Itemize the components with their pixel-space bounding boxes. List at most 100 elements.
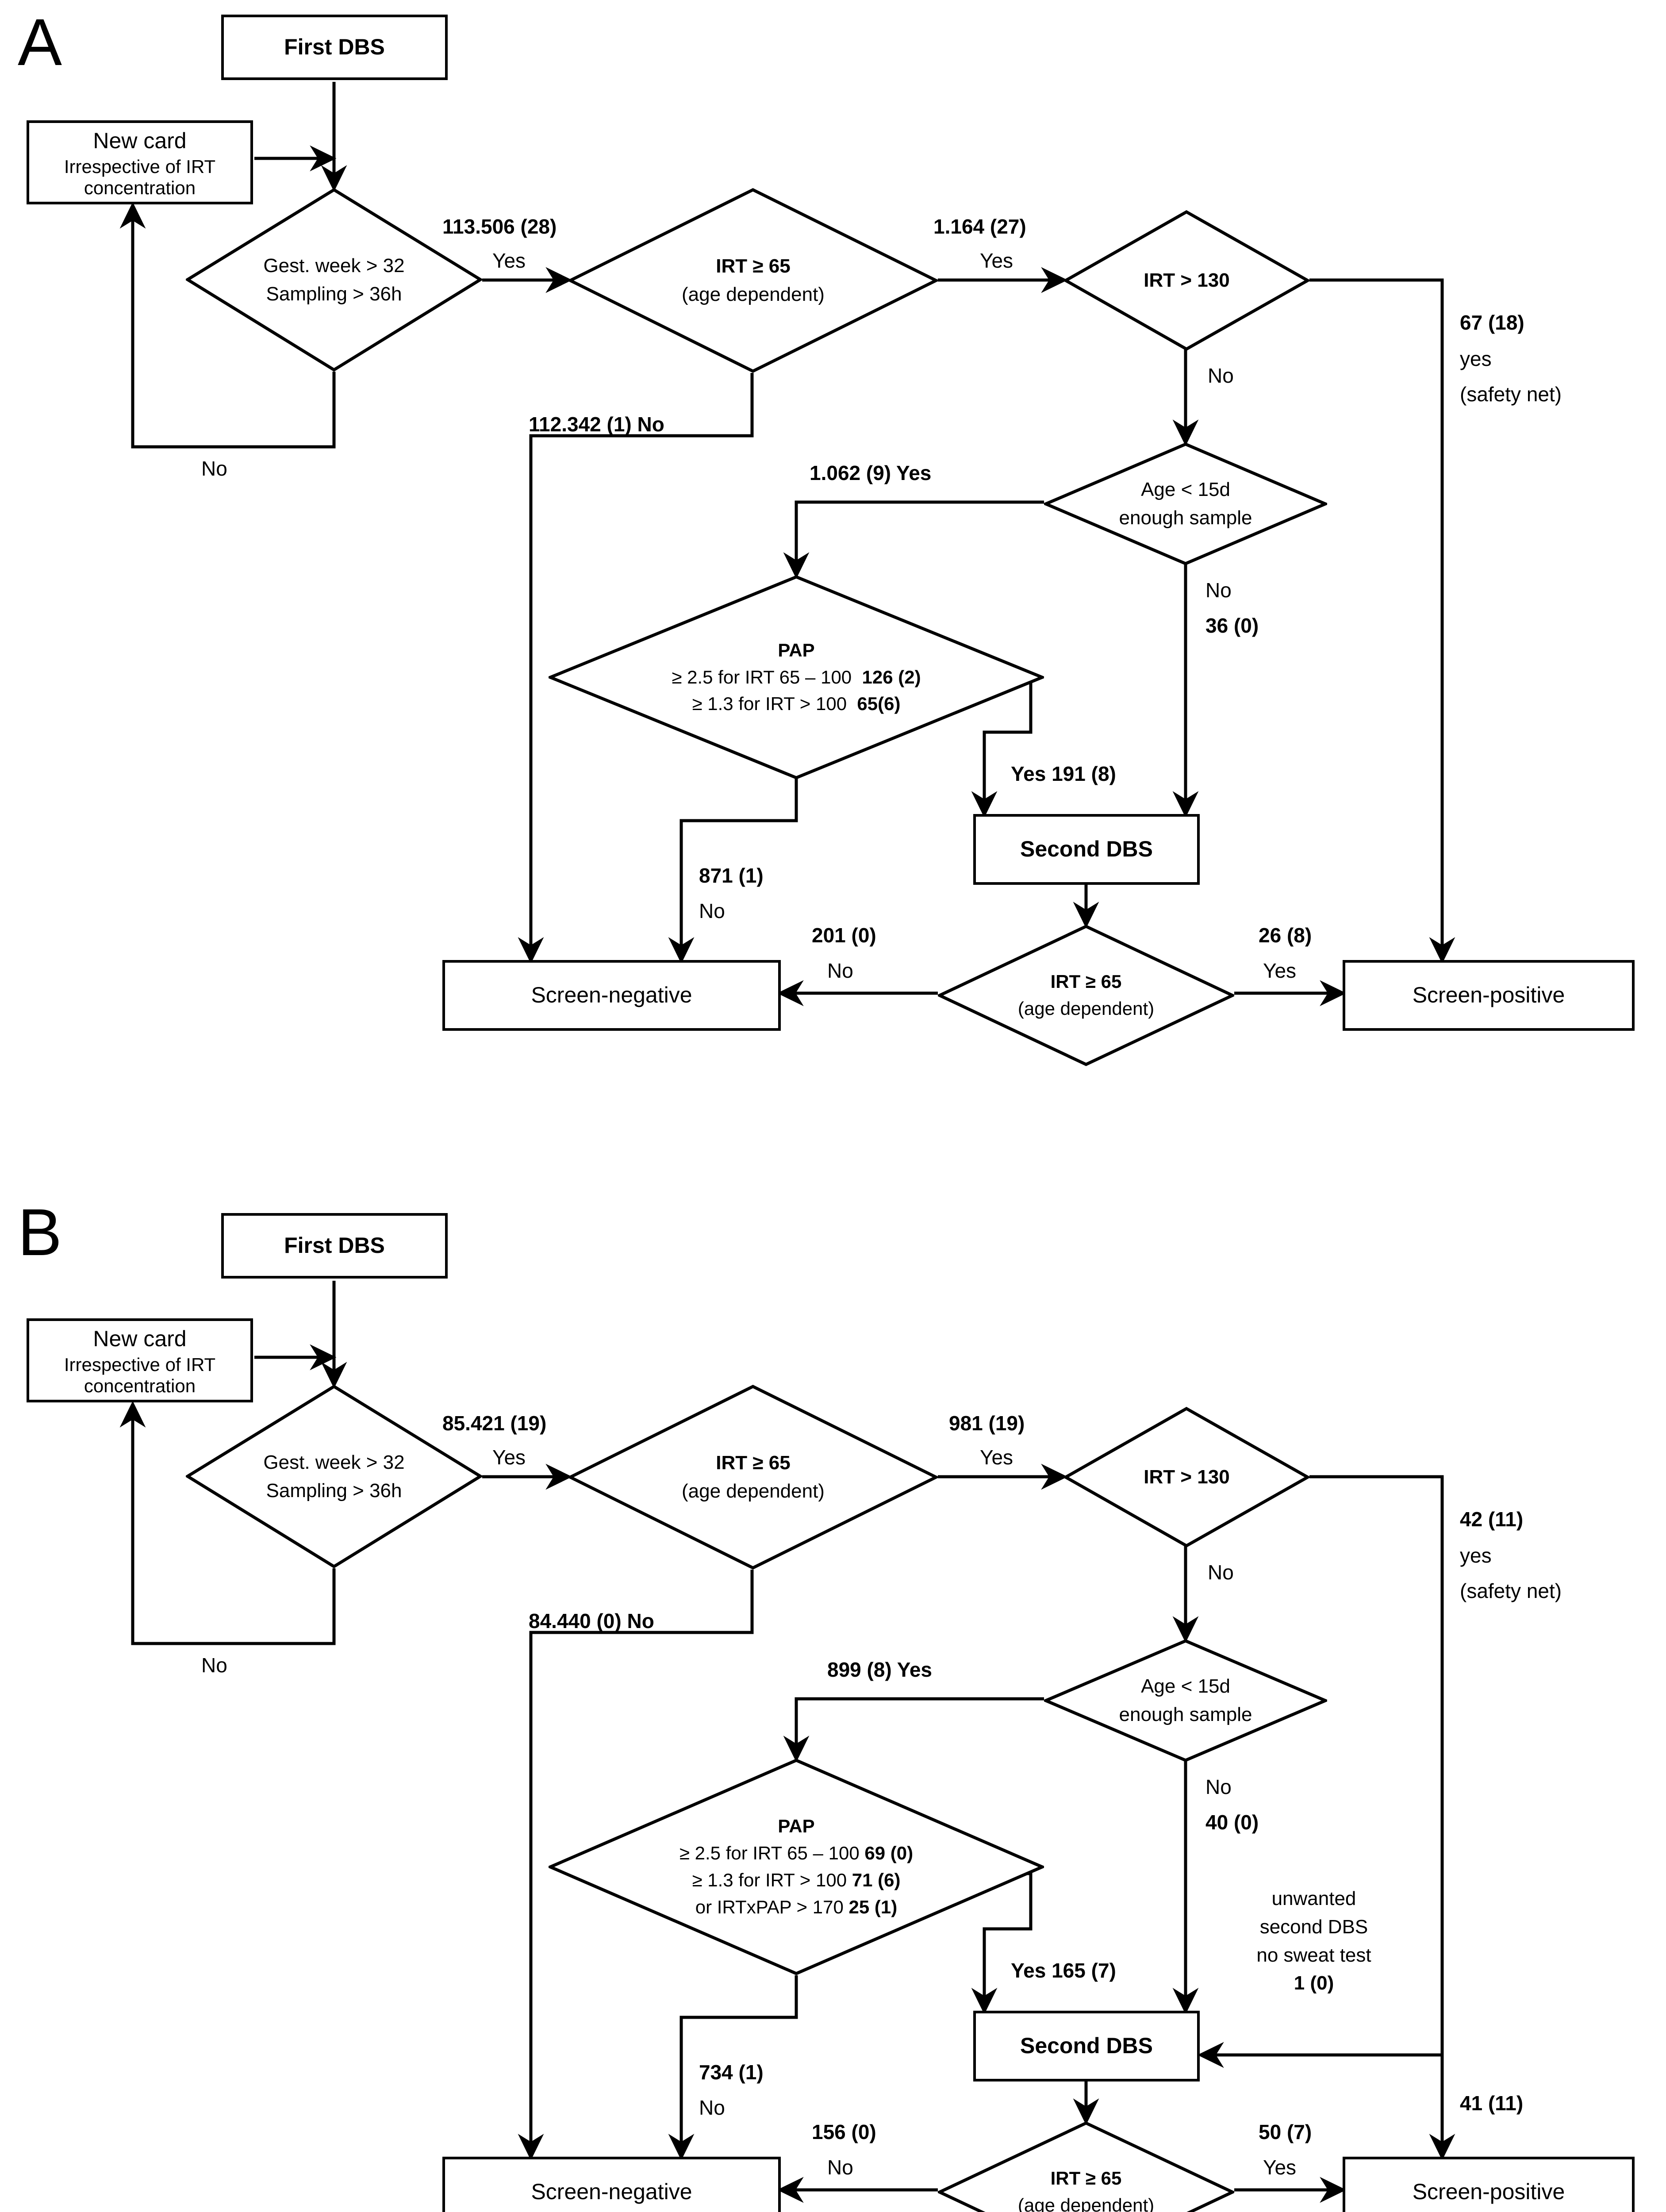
pap-line-2: ≥ 1.3 for IRT > 100 — [692, 1870, 847, 1890]
node-first-dbs[interactable]: First DBS — [221, 1213, 448, 1279]
gest-diamond-text: Gest. week > 32 Sampling > 36h — [186, 188, 482, 372]
pap-row-2: ≥ 1.3 for IRT > 100 71 (6) — [692, 1867, 901, 1894]
node-irt130-decision[interactable]: IRT > 130 — [1062, 210, 1311, 351]
irt65-diamond-shape — [567, 1385, 940, 1570]
edge-irt130-no: No — [1208, 364, 1234, 387]
node-pap-decision[interactable]: PAP ≥ 2.5 for IRT 65 – 100 126 (2) ≥ 1.3… — [546, 575, 1047, 780]
age15d-diamond-text: Age < 15d enough sample — [1044, 1639, 1327, 1762]
edge-irt130-no: No — [1208, 1561, 1234, 1584]
panel-a-letter: A — [18, 5, 62, 79]
node-irt130-decision[interactable]: IRT > 130 — [1062, 1406, 1311, 1548]
edge-loop-no: No — [201, 457, 227, 480]
edge-age15d-no-count: 40 (0) — [1205, 1811, 1259, 1834]
edge-unwanted-second-dbs: unwanted second DBS no sweat test 1 (0) — [1225, 1885, 1402, 1997]
node-new-card[interactable]: New card Irrespective of IRT concentrati… — [27, 120, 253, 204]
edge-second-no-count: 156 (0) — [812, 2120, 876, 2143]
node-irt65-second-decision[interactable]: IRT ≥ 65 (age dependent) — [936, 925, 1236, 1066]
irt65-second-diamond-text: IRT ≥ 65 (age dependent) — [938, 2121, 1234, 2212]
first-dbs-label: First DBS — [284, 35, 385, 60]
node-age15d-decision[interactable]: Age < 15d enough sample — [1042, 442, 1329, 565]
node-pap-decision[interactable]: PAP ≥ 2.5 for IRT 65 – 100 69 (0) ≥ 1.3 … — [546, 1759, 1046, 1975]
edge-second-yes-count: 50 (7) — [1259, 2120, 1312, 2143]
node-new-card[interactable]: New card Irrespective of IRT concentrati… — [27, 1318, 253, 1402]
irt65-line-2: (age dependent) — [682, 1480, 825, 1502]
edge-gest-yes: Yes — [492, 249, 526, 272]
screen-positive-label: Screen-positive — [1412, 2179, 1565, 2204]
irt130-label: IRT > 130 — [1144, 1466, 1230, 1488]
age15d-line-1: Age < 15d — [1141, 1675, 1230, 1697]
irt65-diamond-text: IRT ≥ 65 (age dependent) — [568, 188, 938, 373]
edge-age15d-no-count: 36 (0) — [1205, 614, 1259, 637]
pap-title: PAP — [778, 639, 815, 661]
edge-safety-yes: yes — [1460, 1544, 1492, 1567]
gest-line-1: Gest. week > 32 — [263, 254, 405, 276]
edge-second-yes: Yes — [1263, 2156, 1297, 2179]
unwanted-line-2: second DBS — [1259, 1916, 1368, 1938]
edge-pap-no-count: 734 (1) — [699, 2061, 764, 2084]
node-gestational-week-decision[interactable]: Gest. week > 32 Sampling > 36h — [184, 1384, 484, 1569]
node-second-dbs[interactable]: Second DBS — [973, 2011, 1200, 2081]
node-screen-positive[interactable]: Screen-positive — [1343, 960, 1635, 1031]
new-card-line-1: New card — [93, 1326, 187, 1352]
edge-pap-yes: Yes 165 (7) — [1011, 1959, 1116, 1982]
edge-pap-no: No — [699, 899, 725, 922]
pap-line-3-count: 25 (1) — [848, 1896, 898, 1917]
edge-safety-count: 42 (11) — [1460, 1508, 1524, 1531]
node-screen-negative[interactable]: Screen-negative — [442, 960, 781, 1031]
panel-b: B — [0, 1172, 1666, 2212]
irt65-diamond-shape — [567, 188, 940, 373]
panel-b-letter: B — [18, 1195, 62, 1269]
age15d-line-2: enough sample — [1119, 1704, 1252, 1725]
edge-pap-yes: Yes 191 (8) — [1011, 762, 1116, 785]
node-age15d-decision[interactable]: Age < 15d enough sample — [1042, 1639, 1329, 1762]
irt65-second-diamond-text: IRT ≥ 65 (age dependent) — [938, 925, 1234, 1066]
node-irt65-decision[interactable]: IRT ≥ 65 (age dependent) — [567, 1385, 940, 1570]
edge-pap-no: No — [699, 2096, 725, 2119]
edge-second-no-count: 201 (0) — [812, 924, 876, 947]
irt130-diamond-text: IRT > 130 — [1064, 210, 1309, 351]
unwanted-line-1: unwanted — [1271, 1888, 1356, 1909]
irt65-line-2: (age dependent) — [682, 284, 825, 305]
edge-irt65-yes: Yes — [980, 249, 1013, 272]
gest-line-2: Sampling > 36h — [266, 283, 402, 305]
irt65-diamond-text: IRT ≥ 65 (age dependent) — [568, 1385, 938, 1570]
edge-irt65-yes: Yes — [980, 1446, 1013, 1469]
node-irt65-second-decision[interactable]: IRT ≥ 65 (age dependent) — [936, 2121, 1236, 2212]
gest-diamond-shape — [184, 188, 484, 372]
node-second-dbs[interactable]: Second DBS — [973, 814, 1200, 885]
screen-negative-label: Screen-negative — [531, 983, 692, 1008]
gest-line-2: Sampling > 36h — [266, 1479, 402, 1502]
panel-a: A — [18, 5, 1635, 1066]
node-first-dbs[interactable]: First DBS — [221, 15, 448, 80]
pap-row-3: or IRTxPAP > 170 25 (1) — [695, 1894, 897, 1921]
unwanted-count: 1 (0) — [1294, 1972, 1334, 1994]
pap-row-1: ≥ 2.5 for IRT 65 – 100 126 (2) — [672, 664, 921, 691]
screen-positive-label: Screen-positive — [1412, 983, 1565, 1008]
screen-negative-label: Screen-negative — [531, 2179, 692, 2204]
new-card-line-3: concentration — [84, 177, 196, 198]
node-gestational-week-decision[interactable]: Gest. week > 32 Sampling > 36h — [184, 188, 484, 372]
edge-pap-no-count: 871 (1) — [699, 864, 764, 887]
edge-age15d-no: No — [1205, 1775, 1232, 1798]
pap-line-2: ≥ 1.3 for IRT > 100 — [692, 693, 847, 714]
pap-diamond-shape — [546, 575, 1047, 780]
new-card-line-1: New card — [93, 128, 187, 154]
pap-line-2-count: 71 (6) — [852, 1870, 901, 1890]
node-screen-positive[interactable]: Screen-positive — [1343, 2157, 1635, 2212]
node-screen-negative[interactable]: Screen-negative — [442, 2157, 781, 2212]
irt65-second-line-2: (age dependent) — [1017, 2195, 1155, 2212]
second-dbs-label: Second DBS — [1020, 837, 1153, 862]
irt65-second-line-2: (age dependent) — [1017, 998, 1155, 1019]
edge-loop-no: No — [201, 1654, 227, 1677]
unwanted-line-3: no sweat test — [1256, 1944, 1371, 1966]
edge-second-no: No — [827, 959, 853, 982]
irt130-diamond-shape — [1062, 210, 1311, 351]
pap-line-3: or IRTxPAP > 170 — [695, 1896, 844, 1917]
age15d-diamond-text: Age < 15d enough sample — [1044, 442, 1327, 565]
edge-second-yes-count: 26 (8) — [1259, 924, 1312, 947]
irt65-line-1: IRT ≥ 65 — [716, 1452, 791, 1474]
node-irt65-decision[interactable]: IRT ≥ 65 (age dependent) — [567, 188, 940, 373]
age15d-line-1: Age < 15d — [1141, 479, 1230, 501]
edge-gest-yes-count: 113.506 (28) — [442, 215, 557, 238]
